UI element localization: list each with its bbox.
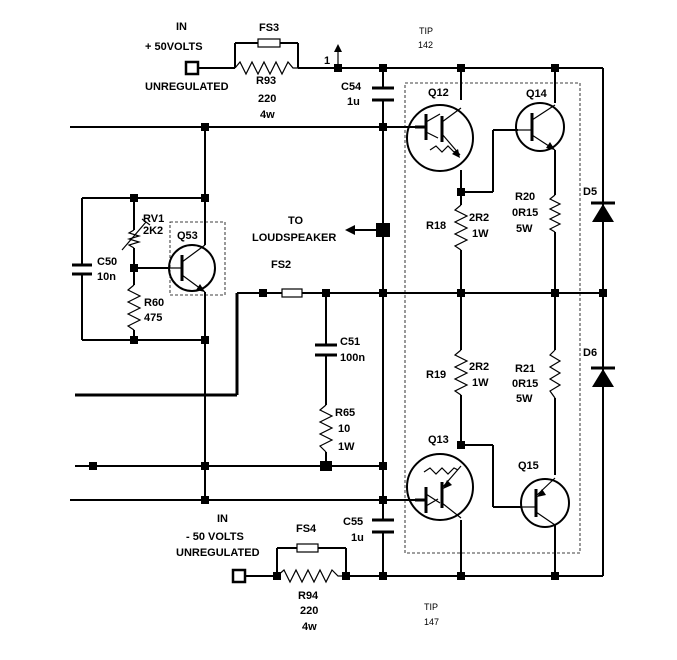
label-r18-power: 1W: [472, 228, 489, 240]
label-loudspeaker: LOUDSPEAKER: [252, 232, 336, 244]
fuse-fs4: [296, 543, 319, 553]
label-c55-value: 1u: [351, 532, 364, 544]
label-c51-value: 100n: [340, 352, 365, 364]
label-r60-value: 475: [144, 312, 162, 324]
label-rv1-value: 2K2: [143, 225, 163, 237]
label-rv1: RV1: [143, 213, 164, 225]
variable-resistor-rv1: [121, 218, 151, 251]
label-q14: Q14: [526, 88, 548, 100]
capacitor-c55: [372, 518, 394, 534]
transistor-q15: [520, 477, 570, 528]
label-unregulated-negative: UNREGULATED: [176, 547, 260, 559]
capacitor-c51: [315, 343, 337, 357]
label-c51: C51: [340, 336, 360, 348]
label-unregulated-positive: UNREGULATED: [145, 81, 229, 93]
fuse-fs3: [257, 38, 281, 48]
junction-dots: [89, 64, 607, 580]
label-fs2: FS2: [271, 259, 291, 271]
diode-d5: [591, 201, 615, 222]
label-r19-power: 1W: [472, 377, 489, 389]
label-r19: R19: [426, 369, 446, 381]
label-r65: R65: [335, 407, 355, 419]
label-tip-147-number: 147: [424, 617, 439, 627]
label-r21: R21: [515, 363, 535, 375]
terminal-positive-input: [184, 60, 200, 76]
label-tip-142-number: 142: [418, 40, 433, 50]
label-c50: C50: [97, 256, 117, 268]
capacitor-c54: [372, 86, 394, 102]
fuse-fs2: [281, 288, 303, 298]
label-r18: R18: [426, 220, 446, 232]
transistor-q53: [168, 244, 216, 293]
label-q53: Q53: [177, 230, 198, 242]
label-r94-power: 4w: [302, 621, 317, 633]
capacitor-c50: [72, 263, 92, 276]
label-r19-value: 2R2: [469, 361, 489, 373]
label-r21-power: 5W: [516, 393, 533, 405]
resistor-r19: [453, 349, 469, 396]
label-r93-value: 220: [258, 93, 276, 105]
negative-supply-rail: [245, 547, 603, 577]
label-d6: D6: [583, 347, 597, 359]
label-node-1: 1: [324, 55, 330, 67]
label-in-negative: IN: [217, 513, 228, 525]
label-c54: C54: [341, 81, 362, 93]
resistor-r93: [234, 60, 298, 76]
label-fs4: FS4: [296, 523, 317, 535]
label-c50-value: 10n: [97, 271, 116, 283]
label-c55: C55: [343, 516, 363, 528]
label-q12: Q12: [428, 87, 449, 99]
terminal-loudspeaker: [376, 223, 390, 237]
resistor-r60: [126, 284, 142, 331]
label-tip-147: TIP: [424, 602, 438, 612]
label-r60: R60: [144, 297, 164, 309]
label-r20: R20: [515, 191, 535, 203]
label-r65-power: 1W: [338, 441, 355, 453]
resistor-r21: [548, 349, 562, 399]
label-to: TO: [288, 215, 304, 227]
label-r18-value: 2R2: [469, 212, 489, 224]
label-q13: Q13: [428, 434, 449, 446]
resistor-r20: [548, 194, 562, 233]
transistor-q12: [406, 104, 474, 172]
diode-d6: [591, 366, 615, 387]
resistor-r18: [453, 204, 469, 251]
label-r93: R93: [256, 75, 276, 87]
label-q15: Q15: [518, 460, 539, 472]
label-tip-142: TIP: [419, 26, 433, 36]
label-fs3: FS3: [259, 22, 279, 34]
label-positive-volts: + 50VOLTS: [145, 41, 203, 53]
bus-lines: [70, 126, 603, 501]
label-c54-value: 1u: [347, 96, 360, 108]
label-negative-volts: - 50 VOLTS: [186, 531, 244, 543]
transistor-q14: [515, 102, 565, 152]
resistor-r94: [276, 568, 346, 584]
label-r93-power: 4w: [260, 109, 275, 121]
label-r20-power: 5W: [516, 223, 533, 235]
terminal-negative-input: [231, 568, 247, 584]
label-in-positive: IN: [176, 21, 187, 33]
label-r20-value: 0R15: [512, 207, 538, 219]
output-arrow-loudspeaker: [345, 225, 355, 235]
label-r94-value: 220: [300, 605, 318, 617]
label-r65-value: 10: [338, 423, 350, 435]
transistor-q13: [406, 453, 474, 521]
q53-mount-outline: [169, 221, 226, 296]
label-r94: R94: [298, 590, 319, 602]
heatsink-outline: [404, 82, 581, 554]
resistor-r65: [318, 404, 334, 453]
label-d5: D5: [583, 186, 597, 198]
label-r21-value: 0R15: [512, 378, 538, 390]
